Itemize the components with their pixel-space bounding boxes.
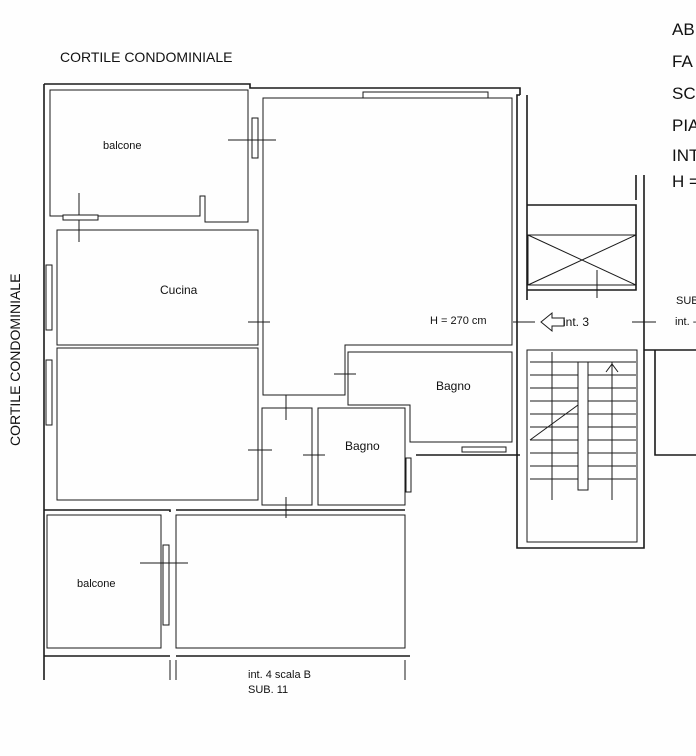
lower-wall (44, 509, 171, 512)
stair-wall-right (635, 175, 645, 290)
legend-fragment: H = (672, 172, 696, 191)
window-bath-1 (461, 446, 507, 453)
bath-2-outline (317, 407, 406, 506)
courtyard-label-left: CORTILE CONDOMINIALE (7, 273, 23, 446)
balcony-bottom-outline (46, 514, 162, 649)
stairwell-outline (516, 290, 645, 549)
window-balcony-right (251, 117, 259, 159)
corridor-outline (261, 407, 313, 506)
window-balcony-bottom (162, 544, 170, 626)
legend-fragment: SC (672, 84, 696, 103)
room-bottom-right (175, 514, 406, 649)
stair-flight (526, 349, 638, 543)
outer-wall-right (516, 94, 520, 300)
bedroom-left-outline (56, 347, 259, 501)
kitchen-outline (56, 229, 259, 346)
height-note: H = 270 cm (430, 315, 487, 327)
window-balcony-bottom (62, 214, 99, 221)
entrance-label: int. 3 (563, 315, 590, 329)
window-bath-2 (405, 457, 412, 493)
bath-1-outline (347, 351, 513, 443)
elevator-cross (527, 234, 637, 286)
room-label-kitchen: Cucina (160, 283, 198, 297)
living-room-outline (262, 97, 513, 396)
window-bedroom (45, 359, 53, 426)
elevator-cab (527, 234, 637, 286)
neighbor-walls (43, 660, 406, 680)
room-label-bath-1: Bagno (436, 379, 471, 393)
room-label-balcony-bottom: balcone (77, 578, 116, 590)
courtyard-label-top: CORTILE CONDOMINIALE (60, 49, 233, 65)
unit-below-line2: SUB. 11 (248, 684, 289, 696)
window-kitchen (45, 264, 53, 331)
legend-fragment: INT (672, 146, 696, 165)
legend-fragment: FA (672, 52, 693, 71)
legend-fragment: AB (672, 20, 695, 39)
room-label-balcony-top: balcone (103, 140, 142, 152)
neighbor-int-label: int. - (675, 316, 696, 328)
room-label-bath-2: Bagno (345, 439, 380, 453)
balcony-top-outline (49, 89, 249, 223)
neighbor-right (644, 349, 696, 456)
neighbor-sub-label: SUB (676, 295, 696, 307)
stair-treads (529, 352, 636, 500)
entrance-arrow-icon (540, 311, 565, 333)
outer-wall-top (44, 83, 521, 95)
unit-below-line1: int. 4 scala B (248, 669, 311, 681)
window-living-top (362, 91, 489, 99)
legend-fragment: PIA (672, 116, 696, 135)
